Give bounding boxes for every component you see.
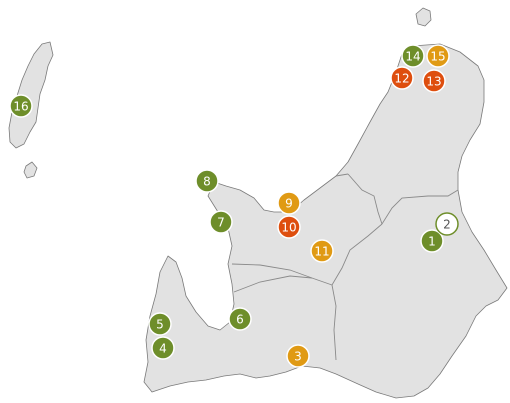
marker-label: 6 — [236, 313, 244, 327]
site-marker-14[interactable]: 14 — [401, 44, 425, 68]
site-marker-15[interactable]: 15 — [426, 44, 450, 68]
site-marker-2[interactable]: 2 — [435, 212, 459, 236]
marker-circle — [148, 312, 172, 336]
site-marker-5[interactable]: 5 — [148, 312, 172, 336]
marker-circle — [401, 44, 425, 68]
marker-label: 9 — [285, 197, 293, 211]
marker-circle — [422, 69, 446, 93]
site-marker-7[interactable]: 7 — [209, 210, 233, 234]
marker-circle — [151, 336, 175, 360]
marker-circle — [209, 210, 233, 234]
site-marker-11[interactable]: 11 — [310, 239, 334, 263]
site-marker-9[interactable]: 9 — [277, 191, 301, 215]
marker-label: 2 — [443, 218, 451, 232]
west-islet — [23, 161, 38, 179]
marker-circle — [277, 215, 301, 239]
marker-label: 10 — [281, 221, 296, 235]
site-marker-13[interactable]: 13 — [422, 69, 446, 93]
west-island — [8, 41, 54, 149]
site-marker-8[interactable]: 8 — [195, 169, 219, 193]
marker-label: 8 — [203, 175, 211, 189]
marker-label: 7 — [217, 216, 225, 230]
site-marker-10[interactable]: 10 — [277, 215, 301, 239]
site-marker-3[interactable]: 3 — [286, 344, 310, 368]
marker-label: 4 — [159, 342, 167, 356]
marker-circle — [195, 169, 219, 193]
site-marker-1[interactable]: 1 — [420, 229, 444, 253]
district-borders — [231, 173, 459, 361]
marker-label: 3 — [294, 350, 302, 364]
marker-label: 1 — [428, 235, 436, 249]
north-islet — [415, 7, 432, 27]
marker-label: 5 — [156, 318, 164, 332]
marker-circle — [286, 344, 310, 368]
marker-circle — [310, 239, 334, 263]
marker-label: 11 — [314, 245, 329, 259]
site-marker-12[interactable]: 12 — [390, 66, 414, 90]
site-marker-16[interactable]: 16 — [9, 94, 33, 118]
marker-circle — [9, 94, 33, 118]
marker-circle — [426, 44, 450, 68]
marker-label: 16 — [13, 100, 28, 114]
marker-label: 14 — [405, 50, 420, 64]
site-marker-6[interactable]: 6 — [228, 307, 252, 331]
marker-circle — [228, 307, 252, 331]
marker-label: 12 — [394, 72, 409, 86]
marker-circle — [277, 191, 301, 215]
marker-label: 15 — [430, 50, 445, 64]
marker-circle — [420, 229, 444, 253]
marker-circle — [390, 66, 414, 90]
site-marker-4[interactable]: 4 — [151, 336, 175, 360]
marker-label: 13 — [426, 75, 441, 89]
marker-circle — [435, 212, 459, 236]
